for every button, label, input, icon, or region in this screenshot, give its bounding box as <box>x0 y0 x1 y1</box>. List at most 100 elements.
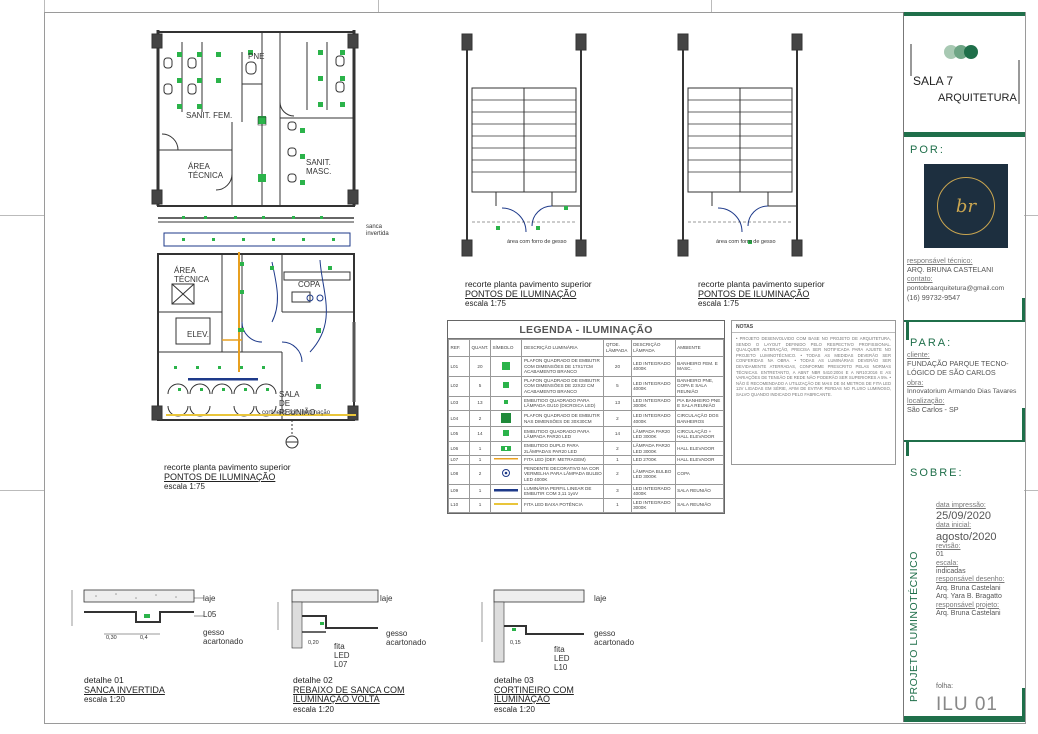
legend-symbol <box>489 463 523 485</box>
legend-qty: 1 <box>468 455 491 465</box>
sanca-invertida-label: sanca invertida <box>366 224 389 237</box>
brand-name-line2: ARQUITETURA <box>938 92 1017 104</box>
detail-01-dim-2: 0,4 <box>140 635 148 641</box>
legend-qty: 2 <box>468 409 491 428</box>
detail-02-dim-1: 0,20 <box>308 640 319 646</box>
legend-symbol <box>489 395 523 411</box>
stair-plan-1 <box>461 33 587 257</box>
stair-plan-1-caption: recorte planta pavimento superior PONTOS… <box>465 279 592 309</box>
line-blue-symbol-icon <box>494 489 519 492</box>
author-logo-ring: br <box>937 177 995 235</box>
sq-medium-symbol-icon <box>503 382 510 389</box>
legend-desc: EMBUTIDO QUADRADO PARA LÂMPADA GU10 (DIC… <box>521 395 605 411</box>
legend-lamp: LÂMPADA BULBO LED 3000K <box>630 463 676 485</box>
legend-symbol <box>489 440 523 457</box>
detail-01-caption-scale: escala 1:20 <box>84 695 125 704</box>
legend-lamp: LED 2700K <box>630 455 676 465</box>
room-label-pne: PNE <box>248 52 265 61</box>
legend-qty: 14 <box>468 426 491 442</box>
legend-lamp-qty: 2 <box>603 440 632 457</box>
detail-03-dim-1: 0,15 <box>510 640 521 646</box>
legend-lamp: LED INTEGRADO 4000K <box>630 356 676 377</box>
room-label-elev: ELEV. <box>187 330 209 339</box>
detail-01-gesso: gesso acartonado <box>203 628 244 646</box>
room-label-sanit-masc: SANIT. MASC. <box>306 158 332 176</box>
legend-symbol <box>489 409 523 428</box>
legend-desc: PLAFON QUADRADO DE EMBUTIR COM DIMENSÕES… <box>521 375 605 397</box>
stair-plan-1-caption-title: PONTOS DE ILUMINAÇÃO <box>465 288 577 299</box>
legend-lamp-qty: 13 <box>603 395 632 411</box>
legend-header: SÍMBOLO <box>489 339 523 357</box>
sobre-heading: SOBRE: <box>910 467 964 479</box>
circle-blue-symbol-icon <box>502 469 511 478</box>
revisao-value: 01 <box>936 551 944 559</box>
legend-ref: L08 <box>448 463 470 485</box>
detail-01-caption-line1: detalhe 01 <box>84 675 124 685</box>
resp-desenho-value-1: Arq. Bruna Castelani <box>936 584 1001 592</box>
legend-ref: L03 <box>448 395 470 411</box>
legend-env: HALL ELEVADOR <box>674 455 725 465</box>
room-label-area-tecnica-2: ÁREA TÉCNICA <box>174 266 210 284</box>
frame-tick <box>378 0 379 12</box>
legend-header: QUANT. <box>468 339 491 357</box>
detail-01-laje: laje <box>203 594 216 603</box>
line-yellow-symbol-icon <box>494 503 519 506</box>
detail-01-caption-title: SANCA INVERTIDA <box>84 684 165 695</box>
legend-symbol <box>489 455 523 465</box>
legend-ref: L07 <box>448 455 470 465</box>
legend-lamp-qty: 2 <box>603 463 632 485</box>
legend-env: CIRCULAÇÃO + HALL ELEVADOR <box>674 426 725 442</box>
obra-label: obra: <box>907 377 924 387</box>
frame-tick <box>0 490 44 491</box>
cliente-value-2: LÓGICO DE SÃO CARLOS <box>907 368 996 378</box>
title-block-marker <box>1022 688 1025 718</box>
data-impressao-label: data impressão: <box>936 502 986 509</box>
main-plan-caption-line1: recorte planta pavimento superior <box>164 462 291 472</box>
stair-plan-2-caption-scale: escala 1:75 <box>698 299 739 308</box>
legend-lamp-qty: 1 <box>603 497 632 513</box>
legend-lamp: LED INTEGRADO 4000K <box>630 375 676 397</box>
legend-lamp: LED INTEGRADO 3000K <box>630 395 676 411</box>
legend-env: SALA REUNIÃO <box>674 497 725 513</box>
legend-env: PIA BANHEIRO PNE E SALA REUNIÃO <box>674 395 725 411</box>
responsavel-tecnico-label: responsável técnico: <box>907 256 973 265</box>
sq-xlarge-symbol-icon <box>501 412 512 423</box>
legend-lamp: LED INTEGRADO 4000K <box>630 483 676 499</box>
legend-ref: L05 <box>448 426 470 442</box>
legend-lamp-qty: 20 <box>603 356 632 377</box>
localizacao-label: localização: <box>907 396 945 406</box>
contato-email: pontobraarquitetura@gmail.com <box>907 284 1005 292</box>
para-heading: PARA: <box>910 337 953 349</box>
main-plan-caption-scale: escala 1:75 <box>164 482 205 491</box>
legend-env: HALL ELEVADOR <box>674 440 725 457</box>
title-block-divider <box>904 320 1025 322</box>
detail-02-caption-title: REBAIXO DE SANCA COM <box>293 684 405 695</box>
detail-02-caption-line1: detalhe 02 <box>293 675 333 685</box>
detail-02-code: fita LED L07 <box>334 642 350 669</box>
detail-01-dim-1: 0,30 <box>106 635 117 641</box>
resp-projeto-label: responsável projeto: <box>936 601 1000 609</box>
folha-value: ILU 01 <box>936 694 998 715</box>
detail-02-laje: laje <box>380 594 393 603</box>
legend-ref: L06 <box>448 440 470 457</box>
notes-title: NOTAS <box>732 321 895 333</box>
legend-ref: L02 <box>448 375 470 397</box>
legend-symbol <box>489 375 523 397</box>
title-block-bottom-bar <box>904 716 1025 722</box>
legend-ref: L09 <box>448 483 470 499</box>
client-info: cliente: FUNDAÇÃO PARQUE TECNO- LÓGICO D… <box>907 350 1016 414</box>
forro-gesso-label-1: área com forro de gesso <box>507 239 567 245</box>
legend-qty: 13 <box>468 395 491 411</box>
line-orange-symbol-icon <box>494 458 519 460</box>
legend-desc: EMBUTIDO QUADRADO PARA LÂMPADA PAR20 LED <box>521 426 605 442</box>
legend-env: BANHEIRO FEM. E MASC. <box>674 356 725 377</box>
title-block-marker <box>906 322 909 340</box>
title-block-marker <box>1022 298 1025 322</box>
legend-desc: PLAFON QUADRADO DE EMBUTIR NAS DIMENSÕES… <box>521 409 605 428</box>
escala-label: escala: <box>936 559 959 567</box>
legend-lamp-qty: 3 <box>603 483 632 499</box>
title-block-marker <box>906 442 909 456</box>
rect-double-symbol-icon <box>501 445 512 451</box>
legend-header-row: REF. QUANT. SÍMBOLO DESCRIÇÃO LUMINÁRIA … <box>448 339 725 357</box>
